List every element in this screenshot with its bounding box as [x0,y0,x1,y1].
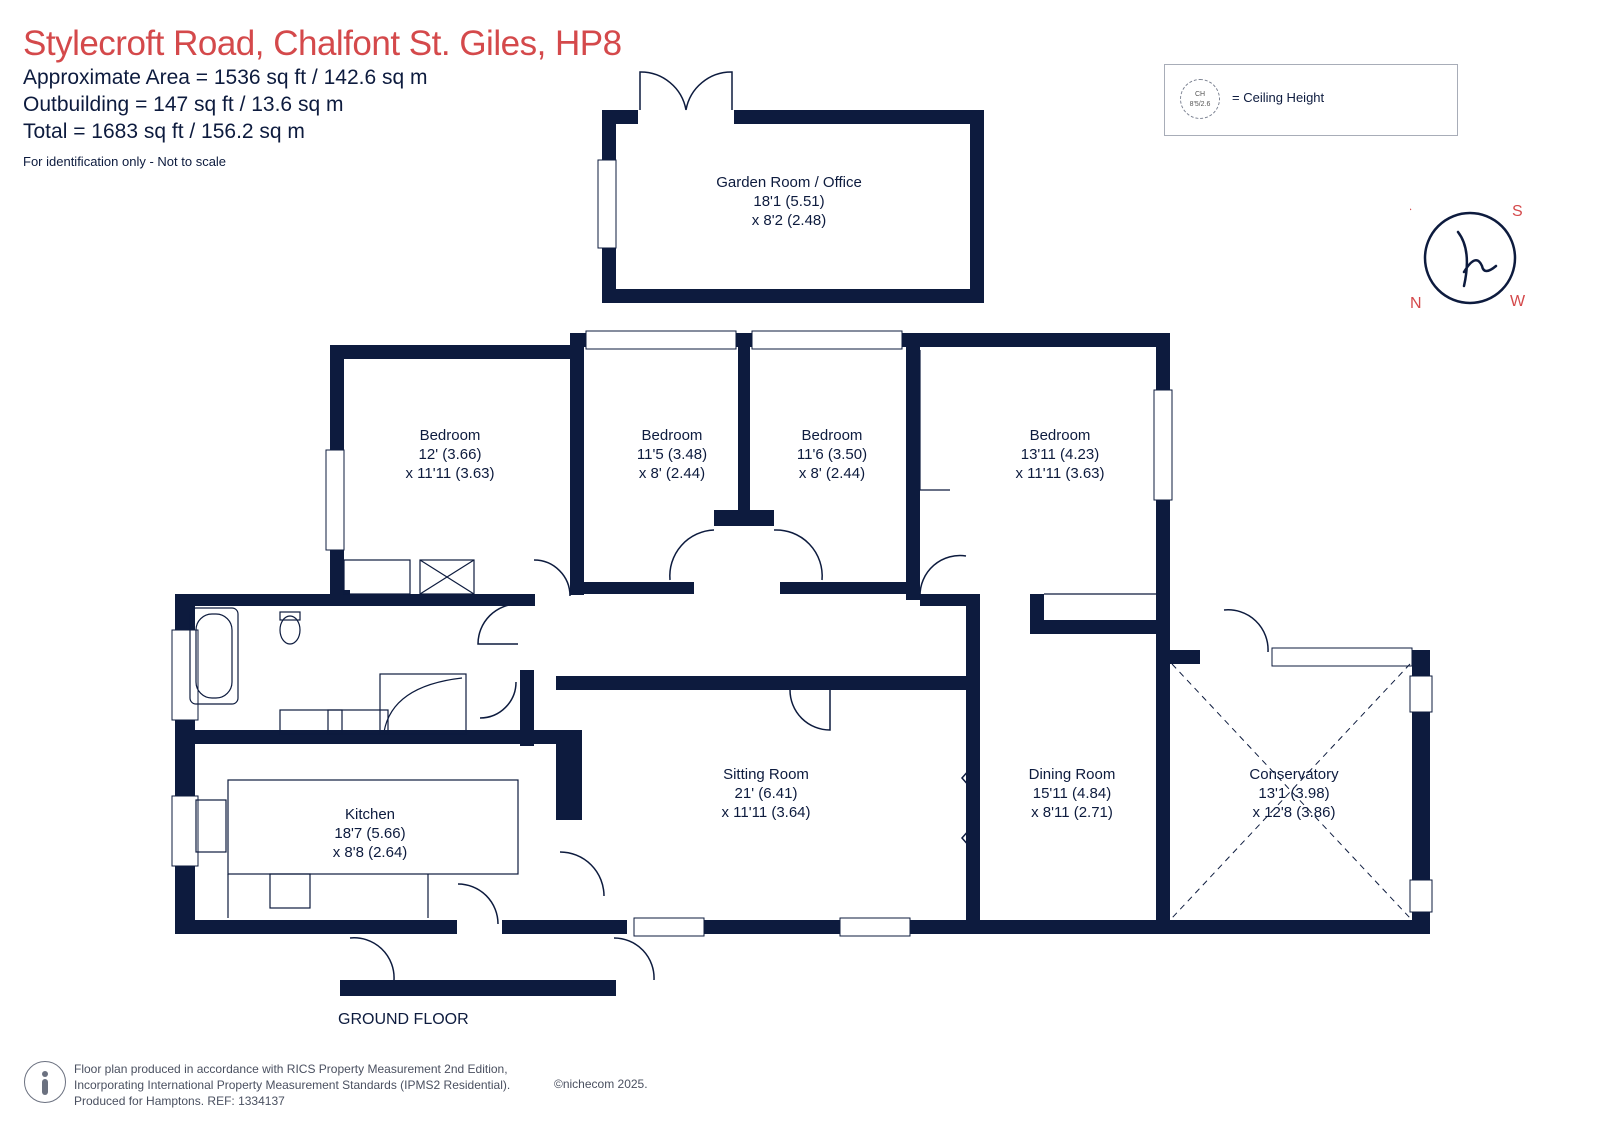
room-dim-1: 12' (3.66) [418,446,482,463]
room-kitchen: Kitchen 18'7 (5.66) x 8'8 (2.64) [333,805,408,862]
room-dining-room: Dining Room 15'11 (4.84) x 8'11 (2.71) [1029,765,1116,822]
room-name: Sitting Room [723,766,809,783]
badge-line2: 8'5/2.6 [1189,101,1211,108]
room-name: Conservatory [1249,766,1339,783]
total-area: Total = 1683 sq ft / 156.2 sq m [23,120,305,143]
room-dim-2: x 12'8 (3.86) [1252,804,1336,821]
room-sitting-room: Sitting Room 21' (6.41) x 11'11 (3.64) [721,765,810,822]
room-name: Garden Room / Office [716,174,862,191]
room-dim-1: 15'11 (4.84) [1032,785,1112,802]
room-dim-2: x 11'11 (3.63) [405,465,495,482]
room-bedroom-2: Bedroom 11'5 (3.48) x 8' (2.44) [637,426,707,483]
floor-label: GROUND FLOOR [338,1011,469,1028]
room-name: Kitchen [344,806,396,823]
room-name: Bedroom [1029,427,1091,444]
room-dim-1: 11'5 (3.48) [636,446,708,463]
compass-w: W [1510,293,1526,310]
room-conservatory: Conservatory 13'1 (3.98) x 12'8 (3.86) [1249,765,1338,822]
room-dim-1: 21' (6.41) [734,785,798,802]
room-name: Bedroom [641,427,703,444]
room-bedroom-1: Bedroom 12' (3.66) x 11'11 (3.63) [405,426,494,483]
room-dim-1: 18'1 (5.51) [753,193,825,210]
scale-note: For identification only - Not to scale [23,154,227,169]
compass-n: N [1410,295,1422,312]
room-dim-1: 11'6 (3.50) [796,446,868,463]
approximate-area: Approximate Area = 1536 sq ft / 142.6 sq… [23,66,428,89]
room-dim-2: x 8' (2.44) [798,465,866,482]
copyright: ©nichecom 2025. [554,1077,648,1091]
room-dim-1: 18'7 (5.66) [334,825,406,842]
room-name: Bedroom [419,427,481,444]
wall [602,289,984,303]
outbuilding-area: Outbuilding = 147 sq ft / 13.6 sq m [23,93,344,116]
room-dim-2: x 8' (2.44) [638,465,706,482]
room-dim-2: x 11'11 (3.63) [1015,465,1105,482]
room-dim-1: 13'11 (4.23) [1020,446,1100,463]
property-title: Stylecroft Road, Chalfont St. Giles, HP8 [23,24,622,63]
room-dim-2: x 8'8 (2.64) [332,844,408,861]
footer-line-1: Floor plan produced in accordance with R… [74,1062,508,1076]
footer-notes: Floor plan produced in accordance with R… [74,1061,510,1109]
compass-s: S [1512,203,1523,220]
info-person-icon [24,1061,66,1103]
room-dim-1: 13'1 (3.98) [1258,785,1330,802]
room-bedroom-3: Bedroom 11'6 (3.50) x 8' (2.44) [797,426,867,483]
room-name: Bedroom [801,427,863,444]
room-dim-2: x 8'11 (2.71) [1031,804,1113,821]
footer-line-2: Incorporating International Property Mea… [74,1078,511,1092]
ceiling-height-badge: CH 8'5/2.6 [1180,79,1220,119]
badge-line1: CH [1194,91,1206,98]
ceiling-height-legend: CH 8'5/2.6 = Ceiling Height [1164,64,1458,136]
footer-line-3: Produced for Hamptons. REF: 1334137 [74,1094,285,1108]
wall [970,110,984,303]
room-name: Dining Room [1028,766,1116,783]
room-garden-office: Garden Room / Office 18'1 (5.51) x 8'2 (… [716,173,862,230]
ceiling-height-label: = Ceiling Height [1232,90,1325,105]
compass-logo-icon: E S N W [1410,200,1526,312]
room-dim-2: x 8'2 (2.48) [751,212,827,229]
room-bedroom-4: Bedroom 13'11 (4.23) x 11'11 (3.63) [1015,426,1104,483]
room-dim-2: x 11'11 (3.64) [721,804,811,821]
